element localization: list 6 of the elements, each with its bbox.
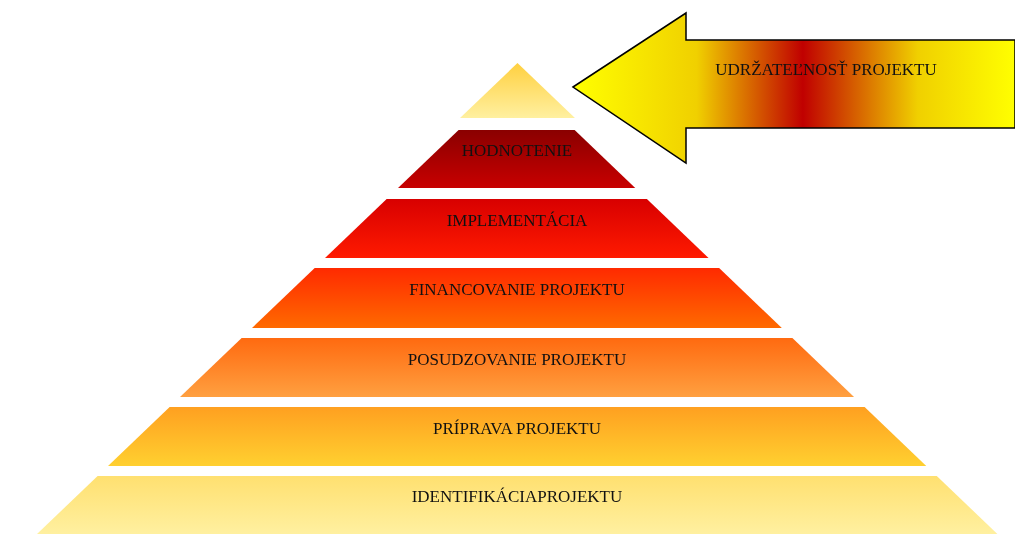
layer-label: HODNOTENIE bbox=[461, 141, 573, 161]
layer-label: FINANCOVANIE PROJEKTU bbox=[409, 280, 625, 300]
layer-label: PRÍPRAVA PROJEKTU bbox=[432, 418, 601, 439]
layer-label: POSUDZOVANIE PROJEKTU bbox=[407, 349, 627, 370]
layer-label: IMPLEMENTÁCIA bbox=[446, 210, 588, 231]
layer-label: IDENTIFIKÁCIAPROJEKTU bbox=[411, 487, 623, 507]
